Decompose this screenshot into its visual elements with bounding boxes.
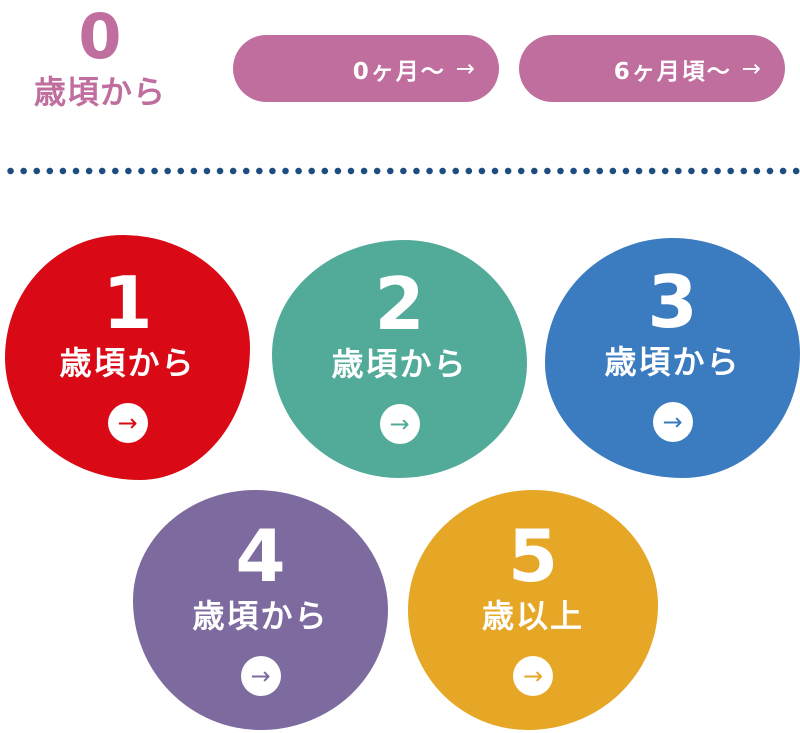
- age-label: 歳頃から: [192, 597, 329, 635]
- age-4-link[interactable]: 4 歳頃から →: [133, 490, 388, 730]
- arrow-right-icon: →: [455, 55, 477, 82]
- age-0-heading: 0 歳頃から: [20, 2, 180, 112]
- age-label: 歳頃から: [604, 343, 741, 381]
- link-label: 0ヶ月〜: [352, 58, 446, 85]
- arrow-circle-icon: →: [379, 404, 420, 444]
- dotted-divider: [4, 167, 800, 175]
- age-number: 3: [647, 260, 698, 344]
- link-0-months[interactable]: 0ヶ月〜 →: [233, 35, 499, 102]
- age-label: 歳頃から: [33, 73, 166, 111]
- arrow-circle-icon: →: [107, 403, 148, 443]
- age-label: 歳以上: [481, 597, 584, 635]
- age-label: 歳頃から: [331, 345, 468, 383]
- age-number: 4: [235, 514, 286, 598]
- age-1-link[interactable]: 1 歳頃から →: [5, 235, 250, 480]
- link-6-months[interactable]: 6ヶ月頃〜 →: [519, 35, 785, 102]
- age-5-link[interactable]: 5 歳以上 →: [408, 490, 658, 730]
- age-label: 歳頃から: [59, 344, 196, 382]
- age-number: 5: [507, 514, 559, 598]
- age-number: 1: [102, 261, 153, 345]
- arrow-circle-icon: →: [652, 402, 693, 442]
- arrow-circle-icon: →: [240, 656, 281, 696]
- arrow-circle-icon: →: [513, 656, 553, 696]
- age-number: 0: [78, 0, 122, 73]
- age-3-link[interactable]: 3 歳頃から →: [545, 238, 800, 478]
- age-number: 2: [374, 262, 425, 346]
- arrow-right-icon: →: [741, 55, 763, 82]
- link-label: 6ヶ月頃〜: [613, 58, 732, 85]
- age-2-link[interactable]: 2 歳頃から →: [272, 240, 527, 478]
